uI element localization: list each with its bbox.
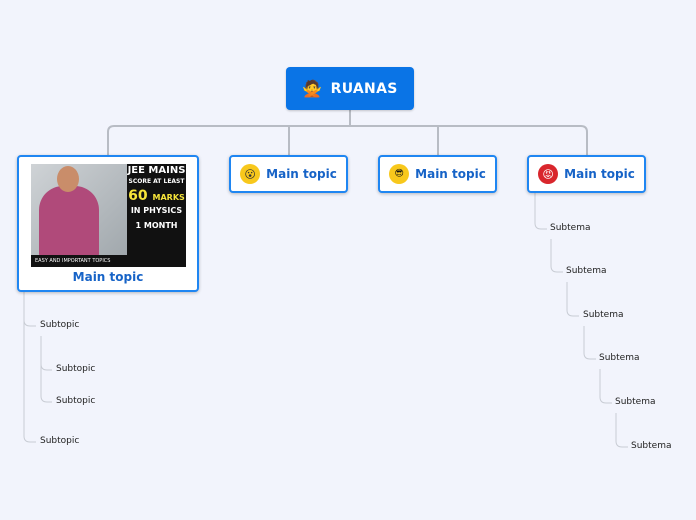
- subtema-item[interactable]: Subtema: [550, 223, 590, 233]
- thumbnail-line3: IN PHYSICS: [127, 207, 186, 215]
- thumbnail-subtitle: SCORE AT LEAST: [127, 179, 186, 185]
- main-topic-4-label: Main topic: [564, 167, 635, 181]
- subtema-item[interactable]: Subtema: [566, 266, 606, 276]
- main-topic-2-label: Main topic: [266, 167, 337, 181]
- main-topic-1-label: Main topic: [19, 270, 197, 284]
- thumbnail-title: JEE MAINS: [127, 166, 186, 177]
- subtema-item[interactable]: Subtema: [615, 397, 655, 407]
- subtema-item[interactable]: Subtema: [583, 310, 623, 320]
- surprised-face-icon: 😮: [240, 164, 260, 184]
- sunglasses-face-icon: 😎: [389, 164, 409, 184]
- person-head: [57, 166, 79, 192]
- person-figure: [39, 186, 99, 258]
- main-topic-1[interactable]: JEE MAINS SCORE AT LEAST 60 MARKS IN PHY…: [17, 155, 199, 292]
- subtema-item[interactable]: Subtema: [631, 441, 671, 451]
- thumbnail-line4: 1 MONTH: [127, 222, 186, 230]
- angry-face-icon: 😡: [538, 164, 558, 184]
- video-thumbnail-image: JEE MAINS SCORE AT LEAST 60 MARKS IN PHY…: [31, 164, 186, 267]
- subtopic-item[interactable]: Subtopic: [40, 320, 79, 330]
- thumbnail-text: JEE MAINS SCORE AT LEAST 60 MARKS IN PHY…: [127, 166, 186, 230]
- central-topic[interactable]: 🙅 RUANAS: [286, 67, 414, 110]
- main-topic-3-label: Main topic: [415, 167, 486, 181]
- thumbnail-big-suffix: MARKS: [153, 193, 185, 202]
- thumbnail-big-number: 60: [128, 188, 147, 204]
- subtema-item[interactable]: Subtema: [599, 353, 639, 363]
- subtopic-item[interactable]: Subtopic: [56, 364, 95, 374]
- thumbnail-score: 60 MARKS: [127, 189, 186, 204]
- thumbnail-caption: EASY AND IMPORTANT TOPICS: [31, 255, 131, 267]
- main-topic-4[interactable]: 😡 Main topic: [527, 155, 646, 193]
- person-gesturing-no-icon: 🙅: [302, 81, 322, 97]
- subtopic-item[interactable]: Subtopic: [56, 396, 95, 406]
- central-topic-label: RUANAS: [331, 81, 398, 97]
- main-topic-3[interactable]: 😎 Main topic: [378, 155, 497, 193]
- subtopic-item[interactable]: Subtopic: [40, 436, 79, 446]
- main-topic-2[interactable]: 😮 Main topic: [229, 155, 348, 193]
